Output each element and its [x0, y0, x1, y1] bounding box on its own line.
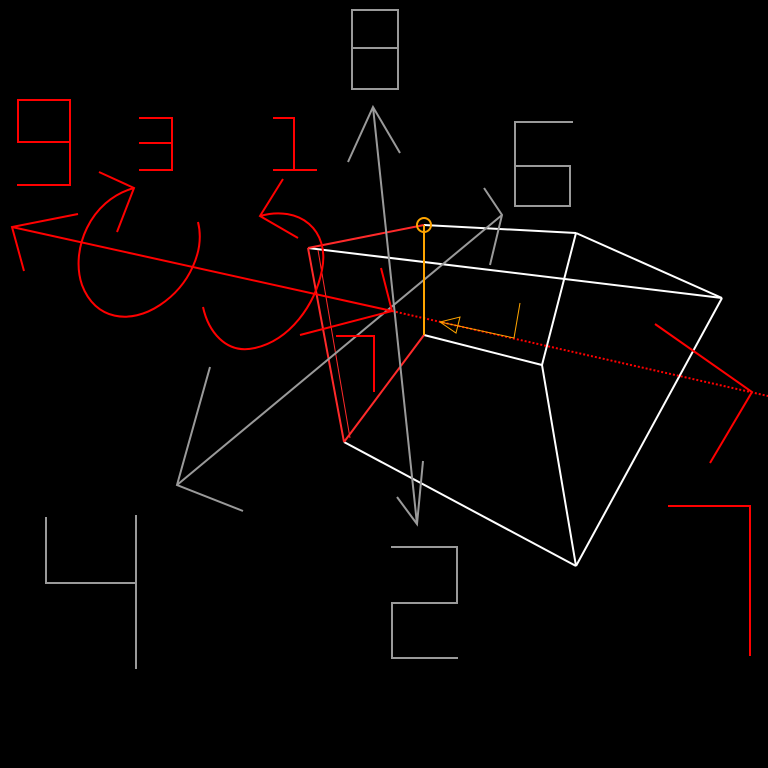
center-tick [336, 335, 375, 392]
rotate-y-arrowhead [258, 178, 299, 239]
label-rotate-y-axis [273, 117, 317, 171]
y-axis-arrowhead [483, 187, 504, 266]
x-axis-line [11, 226, 393, 312]
label-text-x-axis: 9 [20, 149, 21, 151]
x-negative-arrowhead [654, 323, 754, 464]
frustum-edge [575, 297, 723, 567]
rotate-y-arrow [202, 212, 325, 351]
label-text-z-negative: 2 [400, 599, 401, 601]
frustum-box [307, 224, 723, 567]
label-text-y-axis: 6 [520, 159, 521, 161]
label-rotate-x-axis [139, 117, 173, 171]
frustum-edge [575, 232, 723, 299]
y-axis-line [176, 214, 503, 486]
label-text-y-negative: 4 [60, 589, 61, 591]
highlight-tick [513, 302, 521, 339]
rotate-x-arrowhead [98, 171, 136, 233]
x-axis-arrowhead [10, 213, 79, 272]
frustum-edge [307, 247, 723, 299]
highlight-point [416, 217, 432, 233]
x-axis-marker [299, 267, 394, 336]
label-text-rotate-x-axis: 3 [145, 149, 146, 151]
y-negative-arrowhead [175, 366, 244, 512]
highlight-vector [416, 217, 521, 339]
label-y-axis [514, 121, 573, 207]
label-z-negative [391, 546, 458, 659]
label-text-rotate-y-axis: 1 [280, 149, 281, 151]
frustum-edge [541, 364, 577, 567]
frustum-edge [541, 232, 577, 366]
label-text-x-negative: 7 [680, 579, 681, 581]
label-x-axis [17, 99, 71, 186]
z-axis-arrowhead-down [396, 460, 424, 527]
z-axis-arrowhead-up [347, 104, 401, 163]
label-y-negative [45, 515, 137, 669]
label-z-axis [351, 9, 399, 90]
highlight-direction [439, 321, 515, 339]
grey-axes [175, 104, 504, 527]
z-axis-line [372, 106, 418, 525]
frustum-edge [423, 334, 543, 366]
highlight-arrowhead [438, 316, 461, 334]
label-x-negative [668, 505, 751, 656]
near-plane [307, 224, 425, 443]
frustum-edge [423, 224, 577, 234]
label-text-z-axis: 8 [360, 49, 361, 51]
red-axes [10, 171, 768, 464]
frustum-edge [343, 441, 577, 567]
rotate-x-arrow [77, 187, 201, 318]
